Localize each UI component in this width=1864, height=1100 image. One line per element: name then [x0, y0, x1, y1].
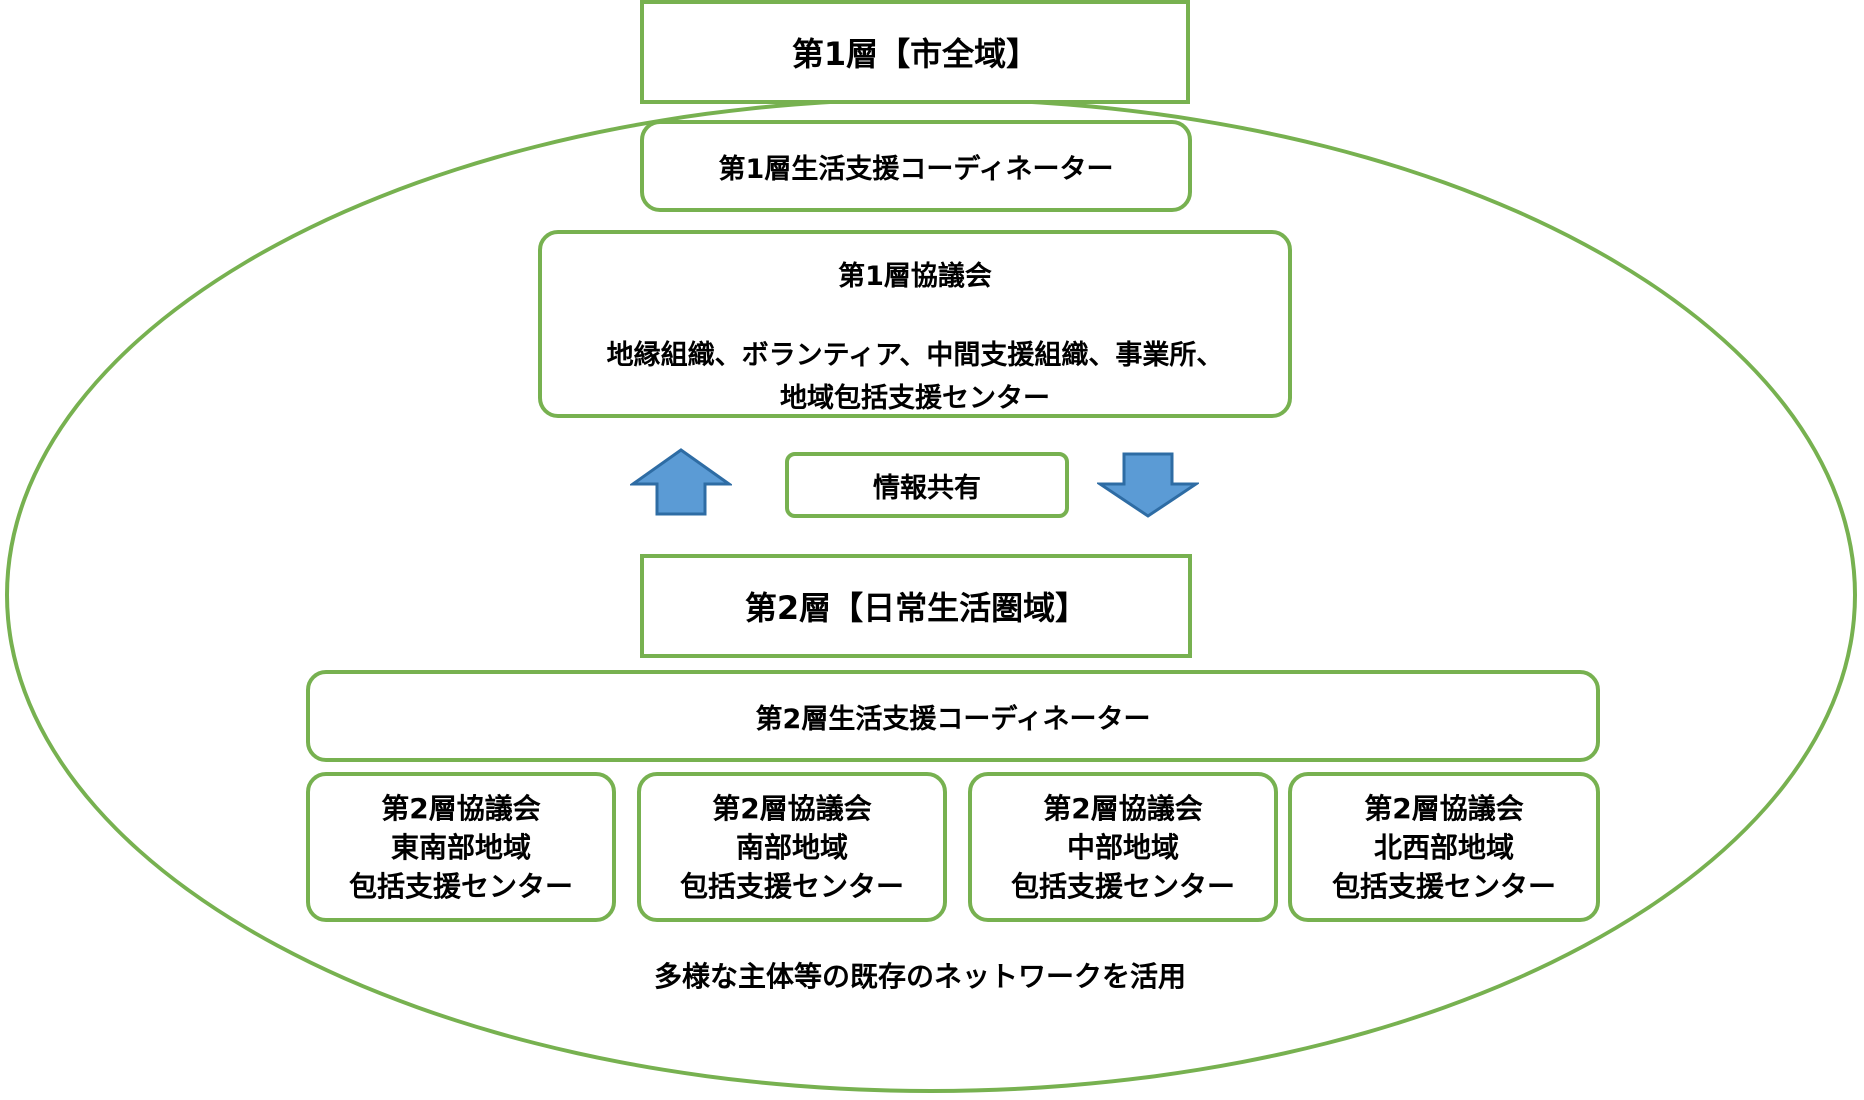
layer2-council-area: 北西部地域 [1373, 830, 1514, 864]
layer1-title-box: 第1層【市全域】 [640, 0, 1190, 104]
layer2-council-box: 第2層協議会 中部地域 包括支援センター [968, 772, 1278, 922]
layer2-council-area: 中部地域 [1066, 830, 1179, 864]
down-arrow-icon [1097, 452, 1199, 518]
layer1-council-box: 第1層協議会 地縁組織、ボランティア、中間支援組織、事業所、 地域包括支援センタ… [538, 230, 1292, 418]
layer2-title-box: 第2層【日常生活圏域】 [640, 554, 1192, 658]
layer1-coordinator: 第1層生活支援コーディネーター [718, 153, 1114, 185]
layer2-council-area: 南部地域 [735, 830, 848, 864]
layer2-title: 第2層【日常生活圏域】 [744, 589, 1088, 627]
layer2-council-center: 包括支援センター [679, 869, 904, 903]
info-sharing-label: 情報共有 [873, 472, 981, 504]
info-sharing-box: 情報共有 [785, 452, 1069, 518]
layer1-coordinator-box: 第1層生活支援コーディネーター [640, 120, 1192, 212]
layer2-council-box: 第2層協議会 東南部地域 包括支援センター [306, 772, 616, 922]
up-arrow-icon [630, 448, 732, 516]
layer1-title: 第1層【市全域】 [791, 35, 1039, 73]
layer2-council-area: 東南部地域 [390, 830, 531, 864]
layer1-council-members-line2: 地域包括支援センター [780, 383, 1050, 414]
layer2-council-title: 第2層協議会 [1043, 791, 1203, 825]
layer2-council-center: 包括支援センター [348, 869, 573, 903]
layer2-council-box: 第2層協議会 北西部地域 包括支援センター [1288, 772, 1600, 922]
layer2-council-title: 第2層協議会 [1364, 791, 1524, 825]
layer2-council-title: 第2層協議会 [381, 791, 541, 825]
network-note: 多様な主体等の既存のネットワークを活用 [653, 960, 1186, 993]
layer2-coordinator-box: 第2層生活支援コーディネーター [306, 670, 1600, 762]
layer2-council-title: 第2層協議会 [712, 791, 872, 825]
layer2-council-box: 第2層協議会 南部地域 包括支援センター [637, 772, 947, 922]
layer2-council-center: 包括支援センター [1010, 869, 1235, 903]
layer1-council-title: 第1層協議会 [838, 261, 992, 292]
layer2-coordinator: 第2層生活支援コーディネーター [755, 703, 1151, 735]
layer2-council-center: 包括支援センター [1331, 869, 1556, 903]
layer1-council-members-line1: 地縁組織、ボランティア、中間支援組織、事業所、 [606, 340, 1224, 371]
